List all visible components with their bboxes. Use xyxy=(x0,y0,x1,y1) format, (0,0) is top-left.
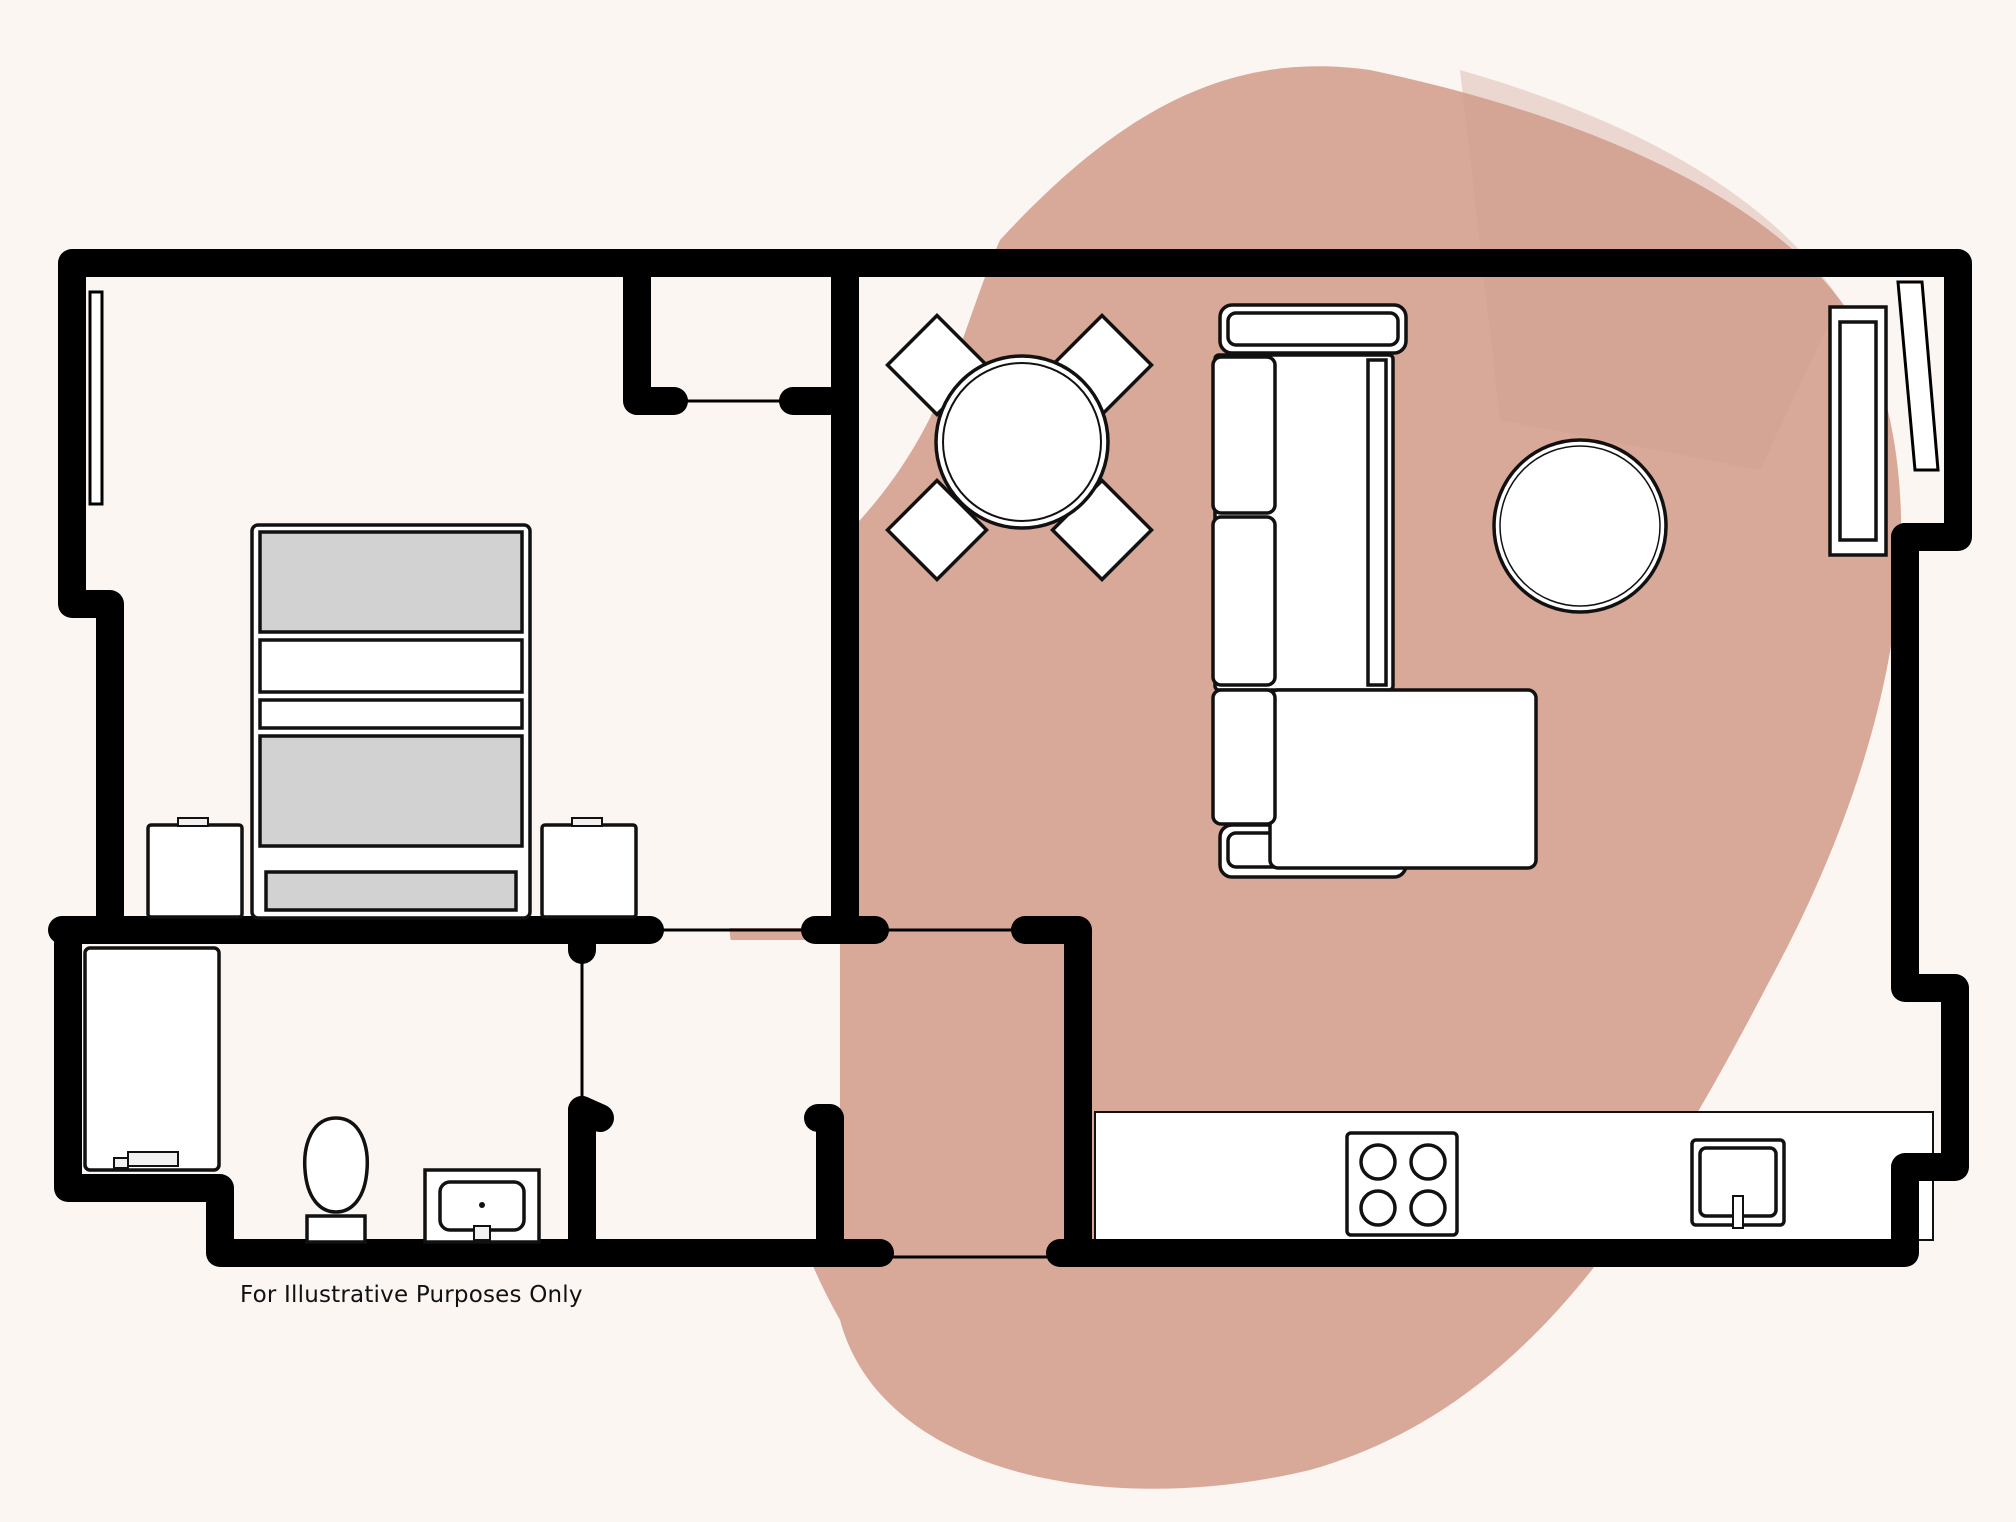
hallway-floor xyxy=(590,940,840,1245)
tv-console xyxy=(1828,305,1888,557)
kitchen-counter xyxy=(1094,1111,1934,1241)
nightstand-right xyxy=(540,817,638,919)
bedroom-furniture xyxy=(146,523,638,920)
bed xyxy=(250,523,532,920)
bathtub xyxy=(83,946,221,1172)
cooktop xyxy=(1345,1131,1459,1237)
dining-set xyxy=(885,313,1154,582)
dining-table xyxy=(934,354,1110,530)
disclaimer-text: For Illustrative Purposes Only xyxy=(240,1282,583,1308)
nightstand-left xyxy=(146,817,244,919)
living-window xyxy=(1896,280,1940,472)
toilet xyxy=(302,1116,370,1244)
sectional-sofa xyxy=(1211,303,1538,879)
walls xyxy=(48,249,1972,1267)
coffee-table xyxy=(1492,438,1668,614)
bedroom-window xyxy=(88,290,104,506)
bathroom-fixtures xyxy=(83,946,541,1244)
sink xyxy=(423,1168,541,1244)
kitchen-sink xyxy=(1690,1138,1786,1229)
